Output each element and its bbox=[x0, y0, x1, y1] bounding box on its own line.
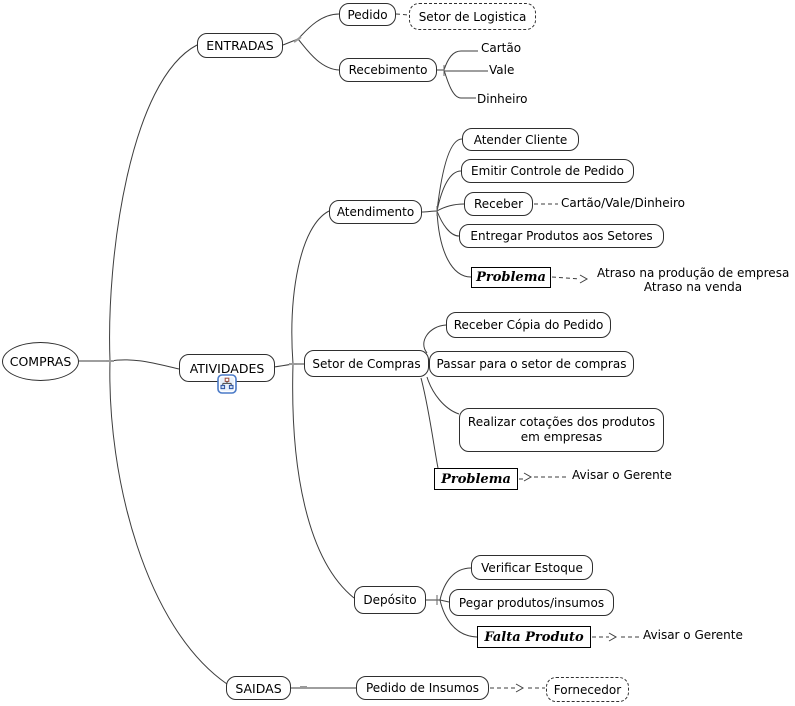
edge-dashed-pedido-logistica bbox=[395, 13, 410, 16]
node-avisar-gerente-2[interactable]: Avisar o Gerente bbox=[643, 628, 743, 642]
arrowhead-falta bbox=[608, 632, 618, 642]
edge-fork-falta bbox=[439, 599, 478, 638]
mindmap-link-icon[interactable] bbox=[217, 374, 237, 394]
node-atendimento[interactable]: Atendimento bbox=[329, 200, 422, 224]
node-fornecedor[interactable]: Fornecedor bbox=[546, 677, 629, 702]
node-pedido-insumos[interactable]: Pedido de Insumos bbox=[356, 676, 489, 700]
edge-junction-atividades bbox=[109, 359, 180, 370]
nota-atraso-producao: Atraso na produção de empresa bbox=[597, 266, 790, 280]
node-pedido[interactable]: Pedido bbox=[339, 3, 396, 26]
node-vale[interactable]: Vale bbox=[489, 63, 515, 77]
node-emitir-controle[interactable]: Emitir Controle de Pedido bbox=[461, 159, 634, 183]
node-receber-copia[interactable]: Receber Cópia do Pedido bbox=[446, 312, 611, 338]
node-setor-compras[interactable]: Setor de Compras bbox=[304, 350, 429, 377]
edge-fork-pedido bbox=[297, 13, 340, 40]
edge-fork-entregar bbox=[436, 210, 460, 237]
realizar-linha-2: em empresas bbox=[520, 430, 603, 444]
edge-fork-verificar bbox=[439, 567, 472, 601]
arrowhead-fornecedor bbox=[515, 683, 525, 693]
node-dinheiro[interactable]: Dinheiro bbox=[477, 92, 528, 106]
node-pegar-produtos[interactable]: Pegar produtos/insumos bbox=[449, 589, 614, 616]
node-falta-produto[interactable]: Falta Produto bbox=[477, 626, 591, 648]
realizar-linha-1: Realizar cotações dos produtos bbox=[467, 415, 656, 429]
node-entregar-produtos[interactable]: Entregar Produtos aos Setores bbox=[459, 224, 664, 248]
node-entradas[interactable]: ENTRADAS bbox=[197, 33, 283, 58]
edge-fork-recebimento bbox=[297, 38, 340, 71]
edge-dashed-problema1-nota bbox=[551, 276, 581, 280]
node-compras[interactable]: COMPRAS bbox=[2, 342, 79, 381]
node-receber[interactable]: Receber bbox=[464, 192, 533, 216]
edge-atendimento-fork bbox=[421, 210, 438, 213]
node-problema-atendimento-nota[interactable]: Atraso na produção de empresa Atraso na … bbox=[597, 266, 789, 294]
node-atender-cliente[interactable]: Atender Cliente bbox=[462, 128, 579, 151]
node-deposito[interactable]: Depósito bbox=[354, 586, 426, 614]
node-realizar-cotacoes[interactable]: Realizar cotações dos produtos em empres… bbox=[459, 408, 664, 452]
edge-fork-dinheiro bbox=[443, 69, 476, 99]
arrowhead-problema2 bbox=[523, 472, 533, 482]
edge-fork-deposito bbox=[292, 363, 355, 599]
node-verificar-estoque[interactable]: Verificar Estoque bbox=[471, 555, 593, 580]
node-passar-setor[interactable]: Passar para o setor de compras bbox=[429, 351, 634, 377]
edge-fork-atendimento bbox=[291, 210, 330, 365]
arrowhead-problema1 bbox=[579, 274, 589, 284]
junction-tick-entradas bbox=[293, 36, 302, 43]
node-cartao[interactable]: Cartão bbox=[481, 41, 522, 55]
node-problema-atendimento[interactable]: Problema bbox=[471, 267, 551, 288]
node-problema-setor-compras[interactable]: Problema bbox=[434, 468, 518, 490]
edge-junction-entradas bbox=[109, 44, 198, 362]
edge-setorcompras-receber-copia bbox=[423, 324, 447, 354]
edge-fork-receber bbox=[436, 203, 465, 212]
edge-fork-emitir bbox=[436, 170, 462, 212]
node-setor-logistica[interactable]: Setor de Logistica bbox=[409, 3, 536, 30]
edge-setorcompras-realizar bbox=[426, 376, 460, 415]
node-saidas[interactable]: SAIDAS bbox=[226, 676, 291, 700]
node-recebimento[interactable]: Recebimento bbox=[339, 58, 437, 82]
edge-setorcompras-problema2 bbox=[420, 377, 439, 469]
node-avisar-gerente-1[interactable]: Avisar o Gerente bbox=[572, 468, 672, 482]
edge-fork-cartao bbox=[443, 50, 478, 71]
edge-fork-pegar bbox=[439, 599, 450, 603]
edge-fork-atender-cliente bbox=[436, 138, 463, 212]
node-receber-nota[interactable]: Cartão/Vale/Dinheiro bbox=[561, 196, 686, 210]
nota-atraso-venda: Atraso na venda bbox=[643, 280, 743, 294]
edge-junction-saidas bbox=[109, 360, 228, 685]
edge-fork-problema1 bbox=[436, 210, 472, 278]
